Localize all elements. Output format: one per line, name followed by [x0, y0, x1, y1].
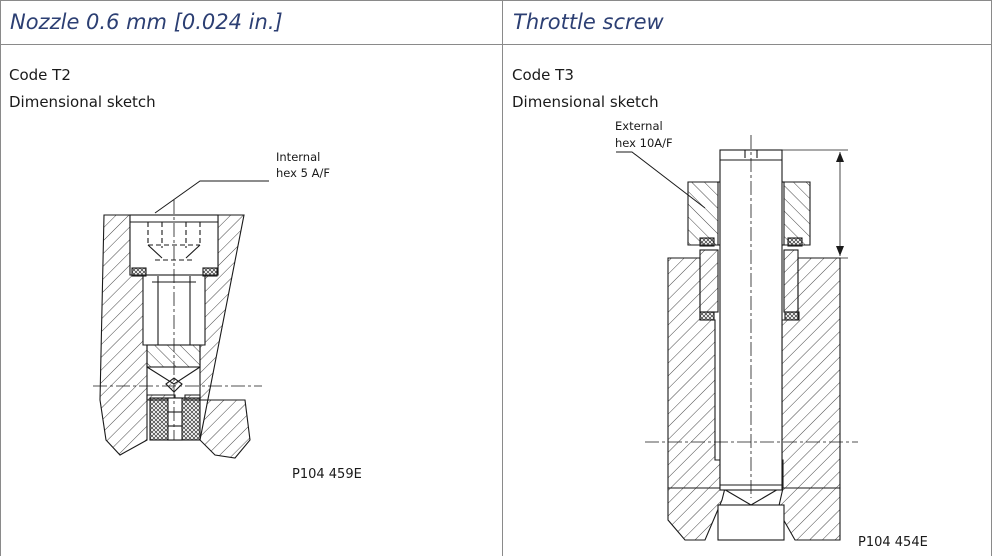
right-code-label: Code T3	[512, 66, 574, 84]
header-divider	[0, 44, 992, 45]
right-callout-line1: External	[615, 119, 663, 133]
left-callout-line2: hex 5 A/F	[276, 166, 330, 180]
throttle-screw-header: Throttle screw	[513, 10, 664, 34]
left-callout-line1: Internal	[276, 150, 321, 164]
left-drawing-ref: P104 459E	[292, 467, 362, 482]
nozzle-section-drawing	[93, 180, 269, 459]
left-subtitle: Dimensional sketch	[9, 93, 156, 111]
throttle-screw-section-drawing	[616, 135, 858, 541]
right-callout-line2: hex 10A/F	[615, 136, 673, 150]
left-code-label: Code T2	[9, 66, 71, 84]
right-subtitle: Dimensional sketch	[512, 93, 659, 111]
nozzle-header: Nozzle 0.6 mm [0.024 in.]	[10, 10, 283, 34]
column-divider	[502, 0, 503, 556]
right-drawing-ref: P104 454E	[858, 535, 928, 550]
table-top-border	[0, 0, 992, 1]
table-left-border	[0, 0, 1, 556]
